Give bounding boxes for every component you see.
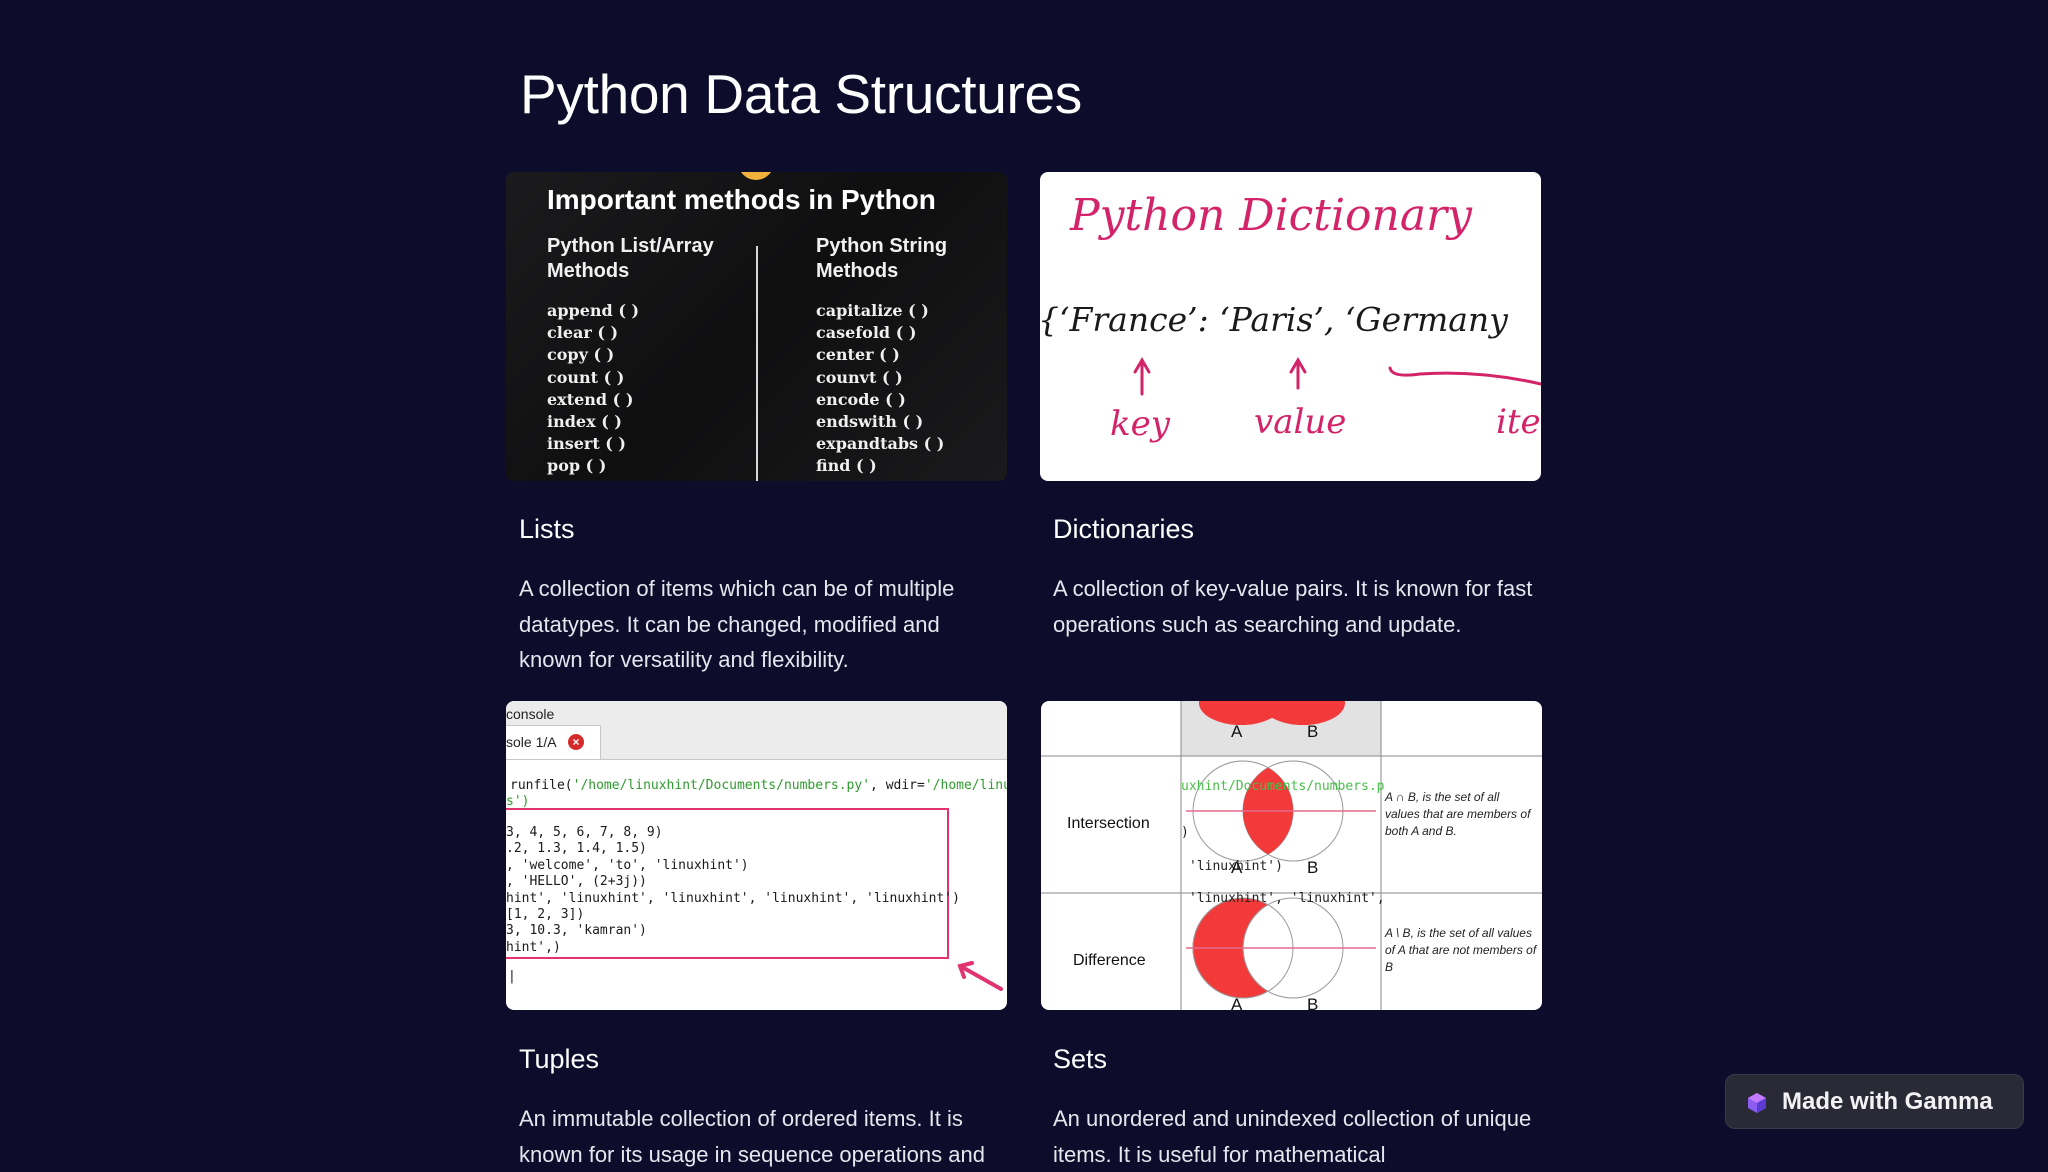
output-line: .2, 1.3, 1.4, 1.5) xyxy=(506,841,647,857)
set-b-label: B xyxy=(1307,858,1319,877)
value-label: value xyxy=(1254,402,1347,442)
list-item: center ( ) xyxy=(816,345,900,365)
runfile-continuation: s') xyxy=(506,794,530,809)
sets-description: An unordered and unindexed collection of… xyxy=(1053,1106,1532,1167)
string-methods-title: Python String Methods xyxy=(816,235,948,282)
console-tab-label: sole 1/A xyxy=(506,734,557,750)
list-item: casefold ( ) xyxy=(816,323,917,343)
gamma-logo-icon xyxy=(1748,1093,1766,1113)
output-line: , 'HELLO', (2+3j)) xyxy=(506,874,647,890)
output-line: hint',) xyxy=(506,939,561,955)
code-path: '/home/linux xyxy=(924,778,1007,793)
set-a-label: A xyxy=(1231,995,1243,1010)
list-item: copy ( ) xyxy=(547,345,615,365)
list-item: expandtabs ( ) xyxy=(816,434,945,454)
console-image: console sole 1/A × runfile('/home/linuxh… xyxy=(506,701,1007,1010)
dictionaries-description: A collection of key-value pairs. It is k… xyxy=(1053,576,1533,637)
console-tab: sole 1/A × xyxy=(506,725,601,759)
list-item: clear ( ) xyxy=(547,323,619,343)
sets-title: Sets xyxy=(1053,1044,1108,1074)
set-b-label: B xyxy=(1307,995,1319,1010)
set-a-label: A xyxy=(1231,858,1243,877)
runfile-line: runfile('/home/linuxhint/Documents/numbe… xyxy=(510,778,1007,794)
list-methods-title: Python List/Array Methods xyxy=(547,235,714,282)
page-title: Python Data Structures xyxy=(520,63,1083,125)
output-highlight-box xyxy=(506,808,949,959)
output-line: 3, 10.3, 'kamran') xyxy=(506,923,647,939)
dictionaries-title: Dictionaries xyxy=(1053,514,1195,544)
code-text: runfile( xyxy=(510,778,573,793)
set-b-label: B xyxy=(1307,722,1319,741)
overlay-code: ) xyxy=(1181,825,1189,840)
lists-description: A collection of items which can be of mu… xyxy=(519,576,955,672)
annotation-arrows-icon xyxy=(1133,357,1541,396)
intersection-row-label: Intersection xyxy=(1067,815,1150,832)
console-toolbar: console sole 1/A × xyxy=(506,701,1007,760)
code-text: , wdir= xyxy=(870,778,925,793)
list-methods-list: append ( ) clear ( ) copy ( ) count ( ) … xyxy=(547,300,639,478)
difference-definition: A \ B, is the set of all values of A tha… xyxy=(1385,926,1537,974)
console-output: 3, 4, 5, 6, 7, 8, 9) .2, 1.3, 1.4, 1.5) … xyxy=(506,825,960,956)
list-item: pop ( ) xyxy=(547,456,607,476)
methods-heading: Important methods in Python xyxy=(547,184,936,215)
sets-image: A B Intersection Difference uxhint/Docum… xyxy=(1041,701,1542,1010)
venn-table-graphic xyxy=(1041,701,1542,1010)
output-line: 3, 4, 5, 6, 7, 8, 9) xyxy=(506,825,663,840)
list-item: count ( ) xyxy=(547,367,625,387)
arrow-icon xyxy=(957,961,1003,991)
string-methods-list: capitalize ( ) casefold ( ) center ( ) c… xyxy=(816,300,944,478)
list-item: find ( ) xyxy=(816,456,877,476)
list-item: index ( ) xyxy=(547,412,622,432)
output-line: [1, 2, 3]) xyxy=(506,907,585,923)
code-path: '/home/linuxhint/Documents/numbers.py' xyxy=(572,778,871,793)
overlay-code: 'linuxhint', 'linuxhint', xyxy=(1189,891,1385,906)
difference-row-label: Difference xyxy=(1073,952,1146,969)
badge-label: Made with Gamma xyxy=(1782,1088,1993,1115)
overlay-code: 'linuxhint') xyxy=(1189,859,1283,874)
lists-title: Lists xyxy=(519,514,575,544)
output-line: , 'welcome', 'to', 'linuxhint') xyxy=(506,857,749,873)
list-item: insert ( ) xyxy=(547,434,626,454)
dictionary-code: {‘France’: ‘Paris’, ‘Germany xyxy=(1040,300,1508,339)
console-window-title: console xyxy=(506,706,555,722)
list-item: encode ( ) xyxy=(816,389,906,409)
overlay-code: uxhint/Documents/numbers.p xyxy=(1181,779,1385,794)
item-label: ite xyxy=(1496,402,1541,442)
list-item: extend ( ) xyxy=(547,389,634,409)
set-a-label: A xyxy=(1231,722,1243,741)
list-item: capitalize ( ) xyxy=(816,301,929,320)
column-divider xyxy=(756,246,758,481)
list-item: counvt ( ) xyxy=(816,367,903,387)
list-item: append ( ) xyxy=(547,301,640,320)
decorative-dot xyxy=(738,172,774,180)
list-item: endswith ( ) xyxy=(816,412,924,432)
output-line: hint', 'linuxhint', 'linuxhint', 'linuxh… xyxy=(506,890,960,906)
dictionary-image: Python Dictionary {‘France’: ‘Paris’, ‘G… xyxy=(1040,172,1541,481)
dictionary-heading: Python Dictionary xyxy=(1070,190,1472,241)
key-label: key xyxy=(1110,404,1170,444)
tuples-description: An immutable collection of ordered items… xyxy=(519,1106,985,1167)
made-with-gamma-badge[interactable]: Made with Gamma xyxy=(1725,1074,2024,1129)
tuples-title: Tuples xyxy=(519,1044,600,1074)
lists-image: Important methods in Python Python List/… xyxy=(506,172,1007,481)
intersection-definition: A ∩ B, is the set of all values that are… xyxy=(1385,790,1531,838)
console-cursor: | xyxy=(508,969,516,984)
close-icon: × xyxy=(568,734,584,750)
